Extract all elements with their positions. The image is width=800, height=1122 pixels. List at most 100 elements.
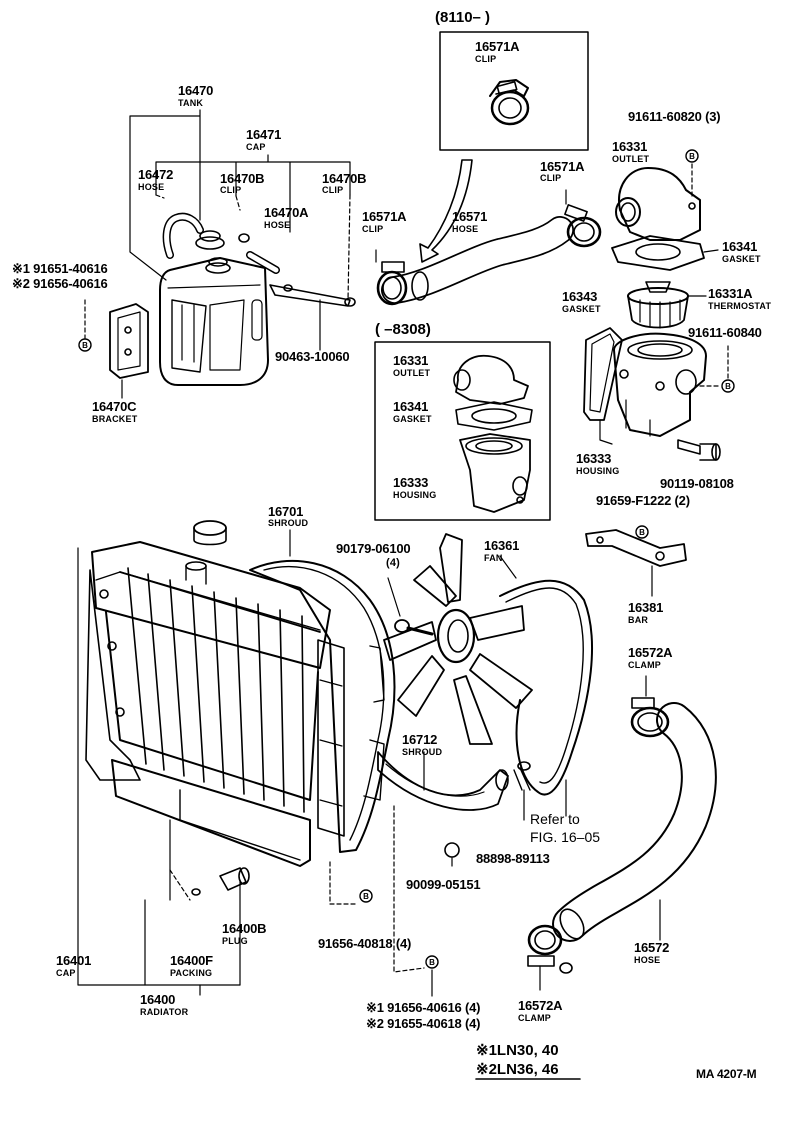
gasket-16341-inset-number: 16341	[393, 399, 429, 414]
thermostat-16331a-number: 16331A	[708, 286, 753, 301]
housing-16333-right-name: HOUSING	[576, 466, 620, 476]
clip-16470b-left-name: CLIP	[220, 185, 242, 195]
bar-16381-number: 16381	[628, 600, 664, 615]
radiator-16400-name: RADIATOR	[140, 1007, 189, 1017]
refer-to-text: Refer to	[530, 811, 580, 827]
svg-text:B: B	[689, 152, 695, 161]
bar-16381-name: BAR	[628, 615, 649, 625]
inset-box-top	[419, 31, 589, 263]
clip-16571a-left-name: CLIP	[362, 224, 384, 234]
bolt-91611-60840-number: 91611-60840	[688, 325, 762, 340]
clip-16470b-right-name: CLIP	[322, 185, 344, 195]
bar-16381: B	[585, 525, 687, 597]
shroud-16712-number: 16712	[402, 732, 438, 747]
bolt-90463-number: 90463-10060	[275, 349, 350, 364]
svg-text:B: B	[363, 892, 369, 901]
bolt-ref-note-3: ※1 91656-40616 (4)	[366, 1000, 481, 1015]
clip-16571a-mid-name: CLIP	[540, 173, 562, 183]
outlet-16331-right-number: 16331	[612, 139, 648, 154]
shroud-16701-name: SHROUD	[268, 518, 309, 528]
outlet-16331-right-name: OUTLET	[612, 154, 650, 164]
gasket-16341-right-number: 16341	[722, 239, 758, 254]
bolt-90179-quantity: (4)	[386, 557, 401, 569]
clamp-16572a-upper-number: 16572A	[628, 645, 673, 660]
bolt-ref-note-1: ※1 91651-40616	[12, 261, 108, 276]
cap-16471-number: 16471	[246, 127, 282, 142]
shroud-16712	[377, 751, 531, 867]
date-range-top: (8110– )	[435, 9, 491, 26]
hose-16472-number: 16472	[138, 167, 174, 182]
bolt-ref-note-2: ※2 91656-40616	[12, 276, 108, 291]
bolt-90119-number: 90119-08108	[660, 476, 734, 491]
clamp-16572a-lower-name: CLAMP	[518, 1013, 551, 1023]
bolt-88898-number: 88898-89113	[476, 851, 550, 866]
upper-hose-assembly	[375, 189, 602, 306]
radiator-16400-number: 16400	[140, 992, 176, 1007]
plug-16400b-name: PLUG	[222, 936, 248, 946]
clip-16571a-top-name: CLIP	[475, 54, 497, 64]
bolt-91656-40818-number: 91656-40818 (4)	[318, 936, 412, 951]
cap-16401-name: CAP	[56, 968, 76, 978]
fan-16361	[383, 533, 533, 745]
svg-text:B: B	[725, 382, 731, 391]
housing-16333-right-number: 16333	[576, 451, 612, 466]
nut-90099-number: 90099-05151	[406, 877, 481, 892]
clip-16571a-top-number: 16571A	[475, 39, 520, 54]
clip-16470b-right-number: 16470B	[322, 171, 367, 186]
packing-16400f-number: 16400F	[170, 953, 213, 968]
gasket-16341-inset-name: GASKET	[393, 414, 432, 424]
radiator-assembly: B B	[77, 520, 439, 997]
reserve-tank-assembly: B	[78, 109, 356, 399]
cap-16471-name: CAP	[246, 142, 266, 152]
diagram-reference-code: MA 4207-M	[696, 1067, 757, 1081]
hose-16571-number: 16571	[452, 209, 488, 224]
svg-text:B: B	[429, 958, 435, 967]
gasket-16343-number: 16343	[562, 289, 598, 304]
tank-name: TANK	[178, 98, 204, 108]
clip-16571a-mid-number: 16571A	[540, 159, 585, 174]
hose-16470a-number: 16470A	[264, 205, 309, 220]
fan-16361-number: 16361	[484, 538, 520, 553]
bolt-90179-number: 90179-06100	[336, 541, 411, 556]
gasket-16343-name: GASKET	[562, 304, 601, 314]
clamp-16572a-upper-name: CLAMP	[628, 660, 661, 670]
housing-16333-inset-number: 16333	[393, 475, 429, 490]
footnote-model-1: ※1LN30, 40	[476, 1042, 559, 1059]
bracket-16470c-name: BRACKET	[92, 414, 138, 424]
bolt-91611-60820-number: 91611-60820 (3)	[628, 109, 721, 124]
thermostat-housing-stack: B B	[583, 149, 735, 461]
plug-16400b-number: 16400B	[222, 921, 267, 936]
svg-text:B: B	[82, 341, 88, 350]
refer-figure-text: FIG. 16–05	[530, 829, 601, 845]
fan-belt	[499, 579, 593, 817]
bolt-ref-note-4: ※2 91655-40618 (4)	[366, 1016, 481, 1031]
outlet-16331-inset-name: OUTLET	[393, 368, 431, 378]
hose-16571-name: HOSE	[452, 224, 479, 234]
clip-16571a-inset	[489, 79, 530, 126]
lower-hose-assembly	[527, 675, 717, 991]
footnote-model-2: ※2LN36, 46	[476, 1061, 559, 1078]
fan-16361-name: FAN	[484, 553, 503, 563]
hose-16572-number: 16572	[634, 940, 670, 955]
hose-16472-name: HOSE	[138, 182, 165, 192]
housing-16333-inset-name: HOUSING	[393, 490, 437, 500]
thermostat-16331a-name: THERMOSTAT	[708, 301, 772, 311]
inset-box-middle	[374, 341, 551, 521]
packing-16400f-name: PACKING	[170, 968, 213, 978]
shroud-16712-name: SHROUD	[402, 747, 443, 757]
bracket-16470c-number: 16470C	[92, 399, 137, 414]
date-range-middle: ( –8308)	[375, 321, 431, 338]
hose-16572-name: HOSE	[634, 955, 661, 965]
clip-16470b-left-number: 16470B	[220, 171, 265, 186]
gasket-16341-right-name: GASKET	[722, 254, 761, 264]
svg-text:B: B	[639, 528, 645, 537]
cap-16401-number: 16401	[56, 953, 92, 968]
bolt-91659-number: 91659-F1222 (2)	[596, 493, 690, 508]
shroud-16701-number: 16701	[268, 504, 304, 519]
tank-number: 16470	[178, 83, 214, 98]
shroud-16701	[249, 529, 396, 853]
hose-16470a-name: HOSE	[264, 220, 291, 230]
outlet-16331-inset-number: 16331	[393, 353, 429, 368]
